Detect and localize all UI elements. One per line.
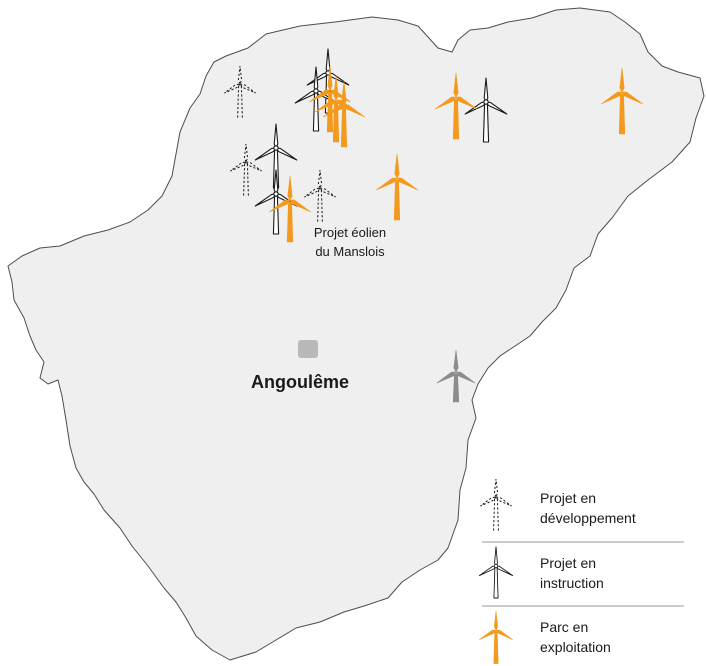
outline-wind-turbine-icon	[478, 546, 514, 599]
legend: Projet en développement Projet en instru…	[478, 478, 684, 664]
legend-label-line1: Projet en	[540, 555, 596, 571]
legend-label-line2: instruction	[540, 575, 604, 591]
project-annotation-line1: Projet éolien	[314, 225, 386, 240]
orange-wind-turbine-icon	[478, 610, 514, 664]
dashed-wind-turbine-icon	[479, 478, 513, 532]
legend-item-exploitation: Parc en exploitation	[478, 610, 611, 664]
legend-label-line2: développement	[540, 510, 636, 526]
project-annotation-line2: du Manslois	[315, 244, 385, 259]
legend-label-line2: exploitation	[540, 639, 611, 655]
city-label: Angoulême	[251, 372, 349, 392]
department-outline	[7, 7, 705, 661]
legend-item-developpement: Projet en développement	[479, 478, 636, 532]
legend-item-instruction: Projet en instruction	[478, 546, 604, 599]
legend-label-line1: Parc en	[540, 619, 588, 635]
city-marker	[298, 340, 318, 358]
legend-label-line1: Projet en	[540, 490, 596, 506]
